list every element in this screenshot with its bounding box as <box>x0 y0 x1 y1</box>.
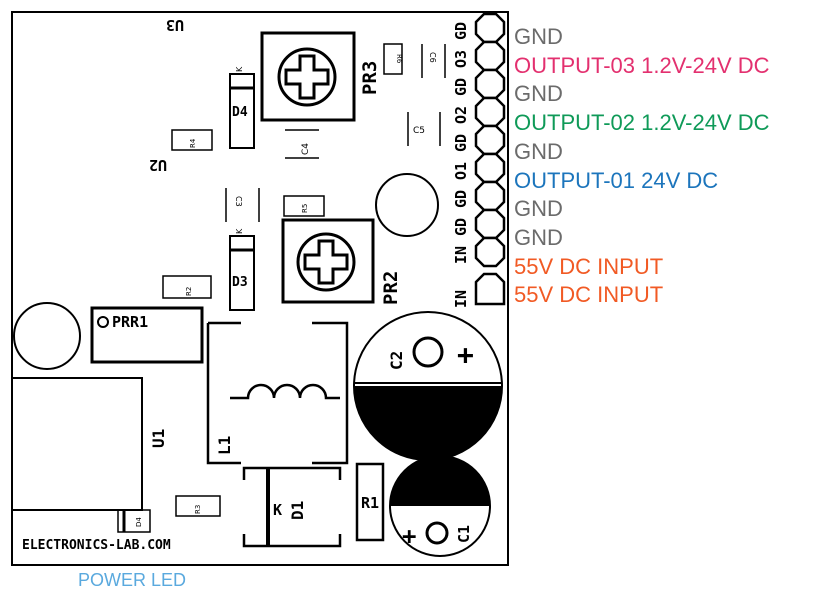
c4-label: C4 <box>301 143 311 155</box>
header-pin-6-label: O1 <box>452 162 470 180</box>
u1-regulator-outline <box>12 377 143 511</box>
pr3-label: PR3 <box>359 61 381 95</box>
pin-label-4: OUTPUT-02 1.2V-24V DC <box>514 110 770 136</box>
prr1-label: PRR1 <box>112 313 148 331</box>
c2-plus: + <box>457 338 474 371</box>
c3-label: C3 <box>234 196 243 207</box>
d4-diode <box>229 73 255 149</box>
header-pin-3-label: GD <box>452 78 470 96</box>
pin-label-3: GND <box>514 81 563 107</box>
c6-capacitor <box>421 44 446 78</box>
power-led-caption: POWER LED <box>78 570 187 590</box>
pin-label-5: GND <box>514 138 563 164</box>
header-pin-1-label: GD <box>452 22 470 40</box>
c1-capacitor <box>389 455 491 557</box>
power-led-pad <box>13 302 81 370</box>
d4-label: D4 <box>232 105 248 120</box>
pin-label-7: GND <box>514 196 563 222</box>
header-pin-10-label: IN <box>452 290 470 308</box>
pin-label-2: OUTPUT-03 1.2V-24V DC <box>514 52 770 78</box>
r1-label: R1 <box>361 494 379 512</box>
pin-label-1: GND <box>514 24 563 49</box>
header-pin-9-label: IN <box>452 246 470 264</box>
pr2-label: PR2 <box>380 271 402 305</box>
header-pin-4-label: O2 <box>452 106 470 124</box>
c2-label: C2 <box>387 351 406 370</box>
d1-label: D1 <box>288 501 307 520</box>
d4-power-led-label: D4 <box>135 517 143 527</box>
pin-label-10: 55V DC INPUT <box>514 282 664 308</box>
board-footer-text: ELECTRONICS-LAB.COM <box>22 538 171 553</box>
c3-capacitor <box>225 188 260 222</box>
c6-label: C6 <box>428 52 437 63</box>
r1-resistor <box>355 462 385 542</box>
r5-resistor <box>283 195 325 217</box>
header-pin-8-label: GD <box>452 218 470 236</box>
c4-capacitor <box>285 129 319 159</box>
d4-power-led <box>117 509 151 533</box>
r4-resistor <box>171 129 213 151</box>
d3-label: D3 <box>232 275 248 290</box>
r4-label: R4 <box>189 138 197 148</box>
test-point-pad <box>375 173 439 237</box>
l1-label: L1 <box>215 436 234 455</box>
prr1-outline <box>90 306 204 364</box>
u1-label: U1 <box>149 429 168 448</box>
c5-label: C5 <box>413 126 425 136</box>
r6-resistor <box>383 43 403 75</box>
pr3-trimmer <box>260 31 356 122</box>
r3-label: R3 <box>194 505 202 514</box>
c1-plus: + <box>402 522 416 550</box>
l1-inductor <box>206 321 349 465</box>
pin-header <box>474 12 506 306</box>
c2-capacitor <box>353 311 503 461</box>
pr2-trimmer <box>281 218 375 304</box>
c5-capacitor <box>407 112 441 146</box>
d3-diode <box>229 235 255 311</box>
header-pin-5-label: GD <box>452 134 470 152</box>
pin-label-6: OUTPUT-01 24V DC <box>514 167 719 193</box>
r6-label: R6 <box>395 54 403 64</box>
u3-label: U3 <box>166 16 184 34</box>
d4-k-label: K <box>235 66 244 72</box>
d1-diode <box>242 466 342 548</box>
pin-label-8: GND <box>514 224 563 250</box>
u2-label: U2 <box>149 156 167 174</box>
r5-label: R5 <box>301 204 309 213</box>
c1-label: C1 <box>455 525 473 543</box>
r2-resistor <box>162 275 212 299</box>
d1-k-label: K <box>273 501 282 519</box>
pin-label-9: 55V DC INPUT <box>514 253 664 279</box>
header-pin-7-label: GD <box>452 190 470 208</box>
d3-k-label: K <box>235 228 244 234</box>
header-pin-2-label: O3 <box>452 50 470 68</box>
r3-resistor <box>175 495 221 517</box>
r2-label: R2 <box>185 287 193 296</box>
